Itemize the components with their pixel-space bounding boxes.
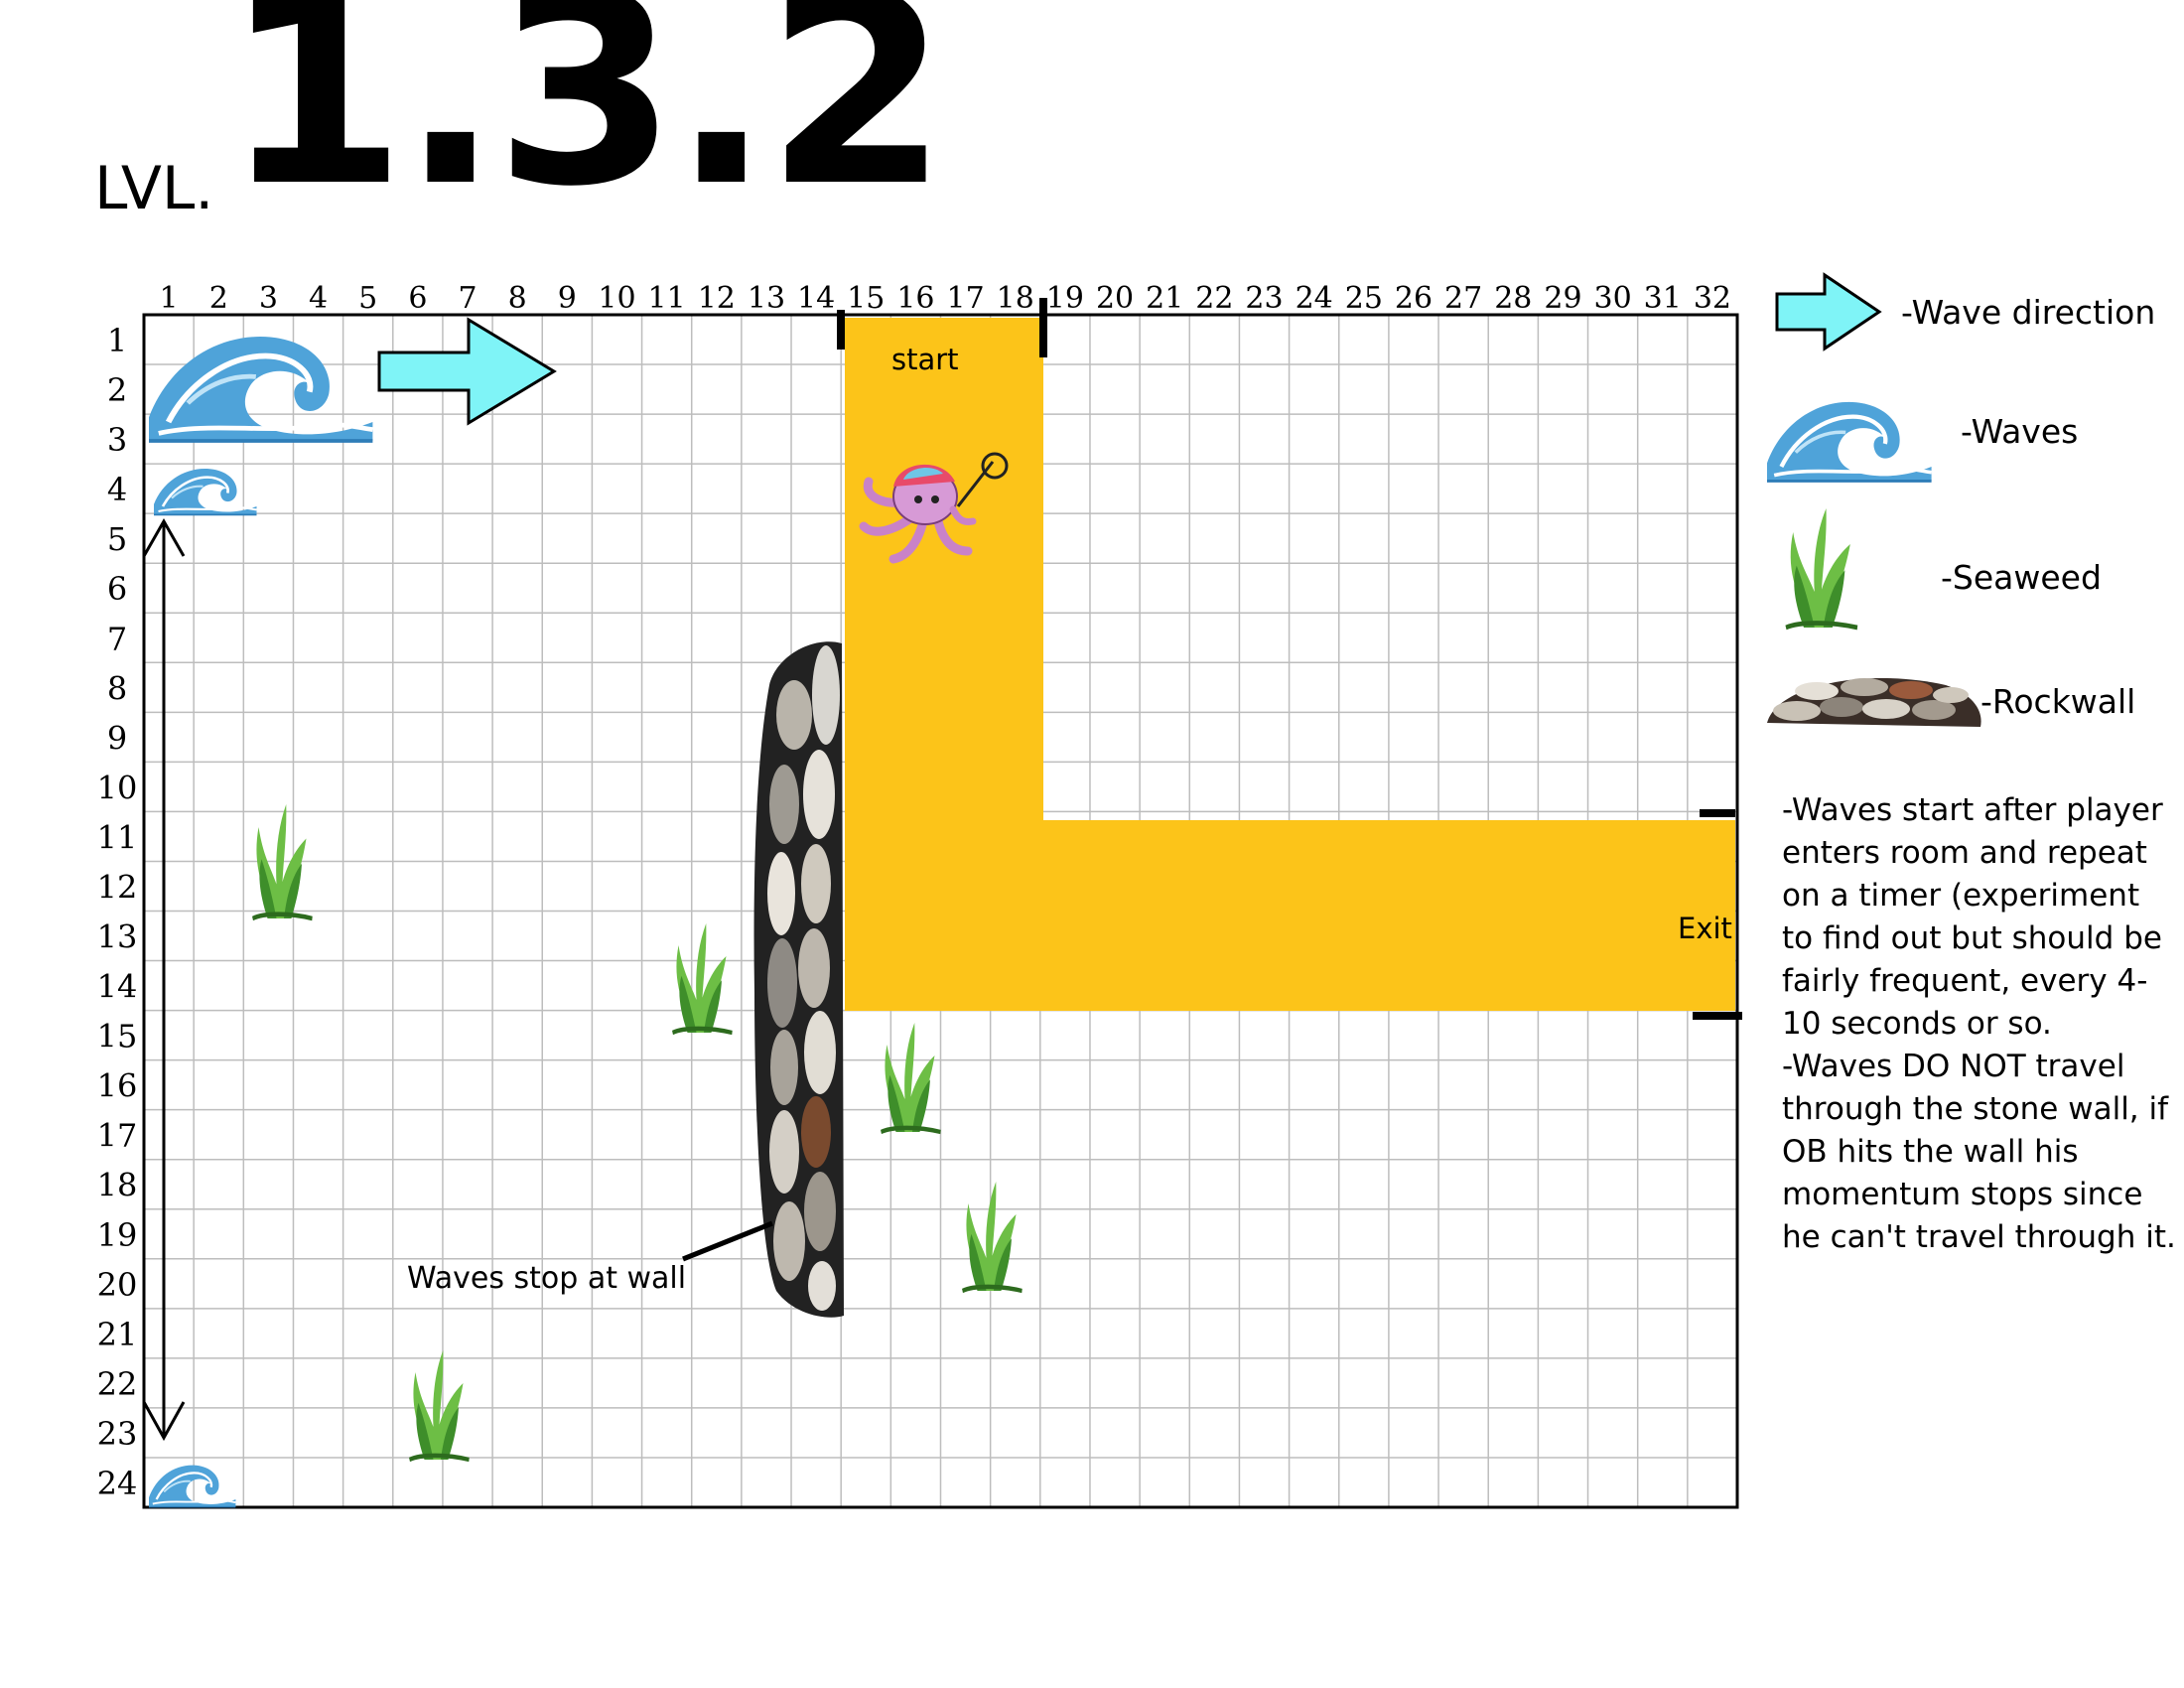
arrow-right-icon bbox=[1775, 272, 1882, 352]
row-label: 5 bbox=[107, 520, 127, 558]
yellow-path bbox=[845, 318, 1735, 1011]
row-label: 7 bbox=[107, 620, 127, 657]
row-label: 11 bbox=[97, 818, 138, 856]
row-label: 8 bbox=[107, 669, 127, 707]
column-label: 21 bbox=[1146, 281, 1183, 316]
column-label: 9 bbox=[558, 281, 577, 316]
row-label: 23 bbox=[97, 1415, 138, 1453]
legend-waves: -Waves bbox=[1961, 412, 2079, 451]
level-number: 1.3.2 bbox=[223, 0, 948, 244]
rockwall-icon bbox=[753, 641, 844, 1318]
column-label: 28 bbox=[1494, 281, 1532, 316]
wall-annotation: Waves stop at wall bbox=[407, 1261, 686, 1296]
column-label: 8 bbox=[508, 281, 527, 316]
column-label: 29 bbox=[1544, 281, 1581, 316]
column-label: 27 bbox=[1444, 281, 1482, 316]
column-label: 13 bbox=[748, 281, 785, 316]
column-label: 32 bbox=[1694, 281, 1731, 316]
column-label: 24 bbox=[1296, 281, 1333, 316]
row-label: 3 bbox=[107, 421, 127, 459]
seaweed-icon bbox=[963, 1182, 1023, 1291]
column-label: 7 bbox=[458, 281, 477, 316]
column-label: 16 bbox=[896, 281, 934, 316]
column-label: 22 bbox=[1195, 281, 1233, 316]
column-label: 12 bbox=[698, 281, 736, 316]
arrow-right-icon bbox=[377, 317, 557, 426]
column-label: 4 bbox=[309, 281, 328, 316]
column-label: 18 bbox=[997, 281, 1034, 316]
row-label: 2 bbox=[107, 371, 127, 409]
grid-border bbox=[142, 313, 1739, 1509]
column-label: 17 bbox=[946, 281, 984, 316]
wave-icon bbox=[1767, 402, 1932, 482]
row-label: 22 bbox=[97, 1365, 138, 1403]
seaweed-icon bbox=[882, 1023, 941, 1132]
row-label: 12 bbox=[97, 868, 138, 906]
column-label: 5 bbox=[358, 281, 377, 316]
column-label: 15 bbox=[847, 281, 885, 316]
column-label: 6 bbox=[408, 281, 427, 316]
column-label: 20 bbox=[1096, 281, 1134, 316]
vertical-double-arrow bbox=[142, 517, 186, 1442]
note-paragraph: -Waves DO NOT travel through the stone w… bbox=[1782, 1049, 2176, 1255]
seaweed-icon bbox=[1786, 508, 1857, 628]
column-label: 30 bbox=[1594, 281, 1632, 316]
row-label: 19 bbox=[97, 1216, 138, 1254]
column-label: 3 bbox=[259, 281, 278, 316]
column-label: 23 bbox=[1245, 281, 1283, 316]
column-label: 1 bbox=[160, 281, 179, 316]
row-label: 21 bbox=[97, 1316, 138, 1353]
wave-icon bbox=[152, 467, 258, 516]
legend-wave-direction: -Wave direction bbox=[1901, 293, 2156, 332]
row-label: 6 bbox=[107, 570, 127, 608]
row-label: 15 bbox=[97, 1018, 138, 1055]
legend-rockwall: -Rockwall bbox=[1980, 682, 2136, 721]
row-label: 24 bbox=[97, 1465, 138, 1502]
column-label: 26 bbox=[1395, 281, 1433, 316]
row-label: 14 bbox=[97, 968, 138, 1006]
wave-icon bbox=[147, 1464, 237, 1508]
seaweed-icon bbox=[410, 1350, 470, 1460]
column-label: 10 bbox=[598, 281, 635, 316]
start-label: start bbox=[891, 343, 959, 376]
row-label: 16 bbox=[97, 1067, 138, 1105]
note-paragraph: -Waves start after player enters room an… bbox=[1782, 792, 2163, 1042]
row-label: 10 bbox=[97, 769, 138, 806]
row-label: 20 bbox=[97, 1266, 138, 1304]
octopus-player-icon bbox=[859, 452, 1009, 564]
row-label: 18 bbox=[97, 1167, 138, 1204]
exit-label: Exit bbox=[1678, 912, 1732, 945]
row-label: 1 bbox=[107, 322, 127, 359]
column-label: 31 bbox=[1644, 281, 1682, 316]
level-prefix: LVL. bbox=[94, 154, 214, 223]
column-label: 2 bbox=[209, 281, 228, 316]
legend-seaweed: -Seaweed bbox=[1941, 558, 2102, 597]
row-label: 17 bbox=[97, 1117, 138, 1155]
row-label: 9 bbox=[107, 719, 127, 757]
column-label: 11 bbox=[648, 281, 686, 316]
row-label: 13 bbox=[97, 918, 138, 956]
rockwall-icon bbox=[1767, 677, 1981, 727]
column-label: 25 bbox=[1345, 281, 1383, 316]
column-label: 19 bbox=[1046, 281, 1084, 316]
seaweed-icon bbox=[673, 923, 733, 1033]
column-label: 14 bbox=[797, 281, 835, 316]
row-label: 4 bbox=[107, 471, 127, 508]
wall-annotation-line bbox=[682, 1220, 773, 1262]
wave-icon bbox=[149, 337, 372, 441]
design-notes: -Waves start after player enters room an… bbox=[1782, 789, 2179, 1259]
